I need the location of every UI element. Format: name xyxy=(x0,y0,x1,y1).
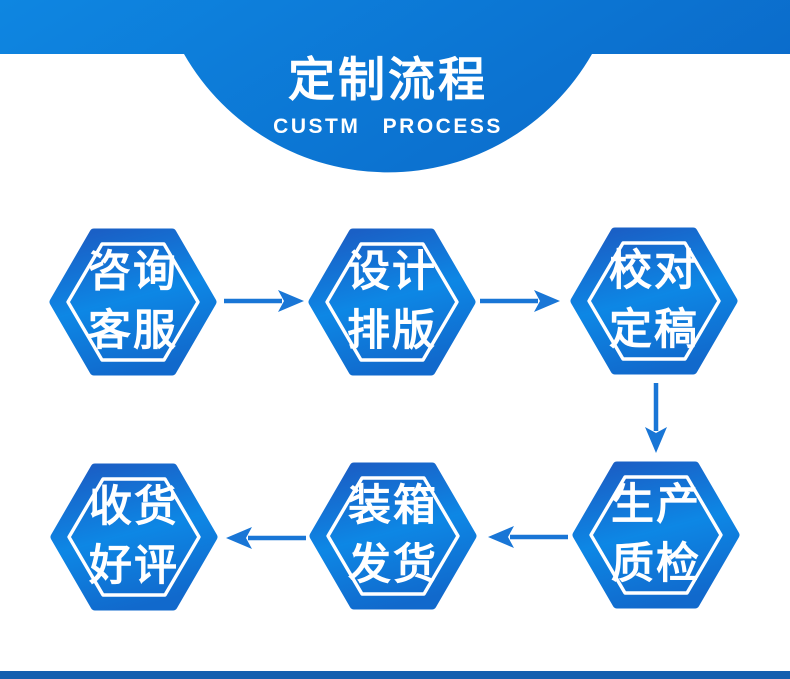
hexagon-shape xyxy=(50,463,218,611)
hexagon-shape xyxy=(49,228,217,376)
arrow-down-icon xyxy=(645,383,667,453)
hexagon-shape xyxy=(309,462,477,610)
hexagon-shape xyxy=(308,228,476,376)
hexagon-shape xyxy=(572,461,740,609)
hexagon-step-receive: 收货 好评 xyxy=(50,463,218,611)
hexagon-step-pack: 装箱 发货 xyxy=(309,462,477,610)
hexagon-step-proof: 校对 定稿 xyxy=(570,227,738,375)
hexagon-shape xyxy=(570,227,738,375)
header-banner xyxy=(0,0,790,173)
arrow-right-icon xyxy=(224,290,304,312)
arrow-left-icon xyxy=(488,526,568,548)
arrow-right-icon xyxy=(480,290,560,312)
hexagon-step-consult: 咨询 客服 xyxy=(49,228,217,376)
footer-bar xyxy=(0,671,790,679)
hexagon-step-produce: 生产 质检 xyxy=(572,461,740,609)
hexagon-step-design: 设计 排版 xyxy=(308,228,476,376)
arrow-left-icon xyxy=(226,527,306,549)
